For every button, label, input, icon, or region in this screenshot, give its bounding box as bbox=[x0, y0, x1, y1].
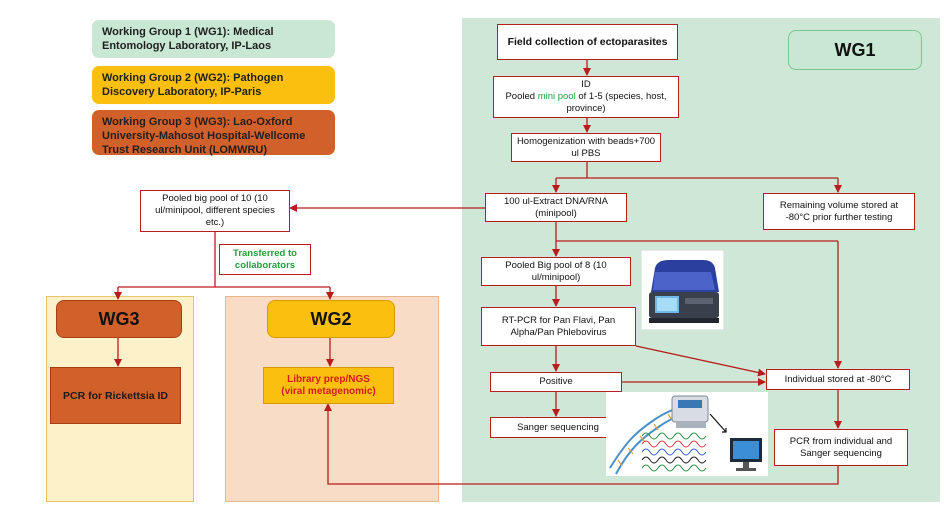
pcr-rickettsia-box: PCR for Rickettsia ID bbox=[50, 367, 181, 424]
field-collection-box: Field collection of ectoparasites bbox=[497, 24, 678, 60]
legend-wg3: Working Group 3 (WG3): Lao-Oxford Univer… bbox=[92, 110, 335, 156]
id-line3: province) bbox=[566, 103, 606, 114]
pcr-individual-box: PCR from individual and Sanger sequencin… bbox=[774, 429, 908, 466]
homogenization-box: Homogenization with beads+700 ul PBS bbox=[511, 133, 661, 162]
library-prep-box: Library prep/NGS (viral metagenomic) bbox=[263, 367, 394, 404]
legend-wg2: Working Group 2 (WG2): Pathogen Discover… bbox=[92, 66, 335, 104]
transferred-box: Transferred to collaborators bbox=[219, 244, 311, 275]
id-line1: ID bbox=[581, 79, 591, 90]
pcr-machine-image bbox=[641, 250, 724, 330]
id-minipool-box: ID Pooled mini pool of 1-5 (species, hos… bbox=[493, 76, 679, 118]
library-prep-line1: Library prep/NGS bbox=[287, 373, 370, 385]
individual-stored-box: Individual stored at -80°C bbox=[766, 369, 910, 390]
pooled-big8-box: Pooled Big pool of 8 (10 ul/minipool) bbox=[481, 257, 631, 286]
library-prep-line2: (viral metagenomic) bbox=[281, 385, 376, 397]
sequencing-illustration bbox=[606, 392, 768, 476]
legend-wg1: Working Group 1 (WG1): Medical Entomolog… bbox=[92, 20, 335, 58]
id-line2-minipool: mini pool bbox=[537, 91, 576, 102]
extract-box: 100 ul-Extract DNA/RNA (minipool) bbox=[485, 193, 627, 222]
wg2-tag: WG2 bbox=[267, 300, 395, 338]
remaining-volume-box: Remaining volume stored at -80°C prior f… bbox=[763, 193, 915, 230]
sanger-box: Sanger sequencing bbox=[490, 417, 626, 438]
rtpcr-box: RT-PCR for Pan Flavi, Pan Alpha/Pan Phle… bbox=[481, 307, 636, 346]
id-line2-post: of 1-5 (species, host, bbox=[575, 91, 667, 102]
wg1-tag: WG1 bbox=[788, 30, 922, 70]
positive-box: Positive bbox=[490, 372, 622, 392]
id-line2-pre: Pooled bbox=[505, 91, 538, 102]
id-line2: Pooled mini pool of 1-5 (species, host, bbox=[505, 91, 666, 103]
pooled-big10-box: Pooled big pool of 10 (10 ul/minipool, d… bbox=[140, 190, 290, 232]
arrow-to-library-prep bbox=[324, 403, 839, 485]
arrow-rtpcr-to-individual bbox=[635, 345, 766, 377]
wg3-tag: WG3 bbox=[56, 300, 182, 338]
